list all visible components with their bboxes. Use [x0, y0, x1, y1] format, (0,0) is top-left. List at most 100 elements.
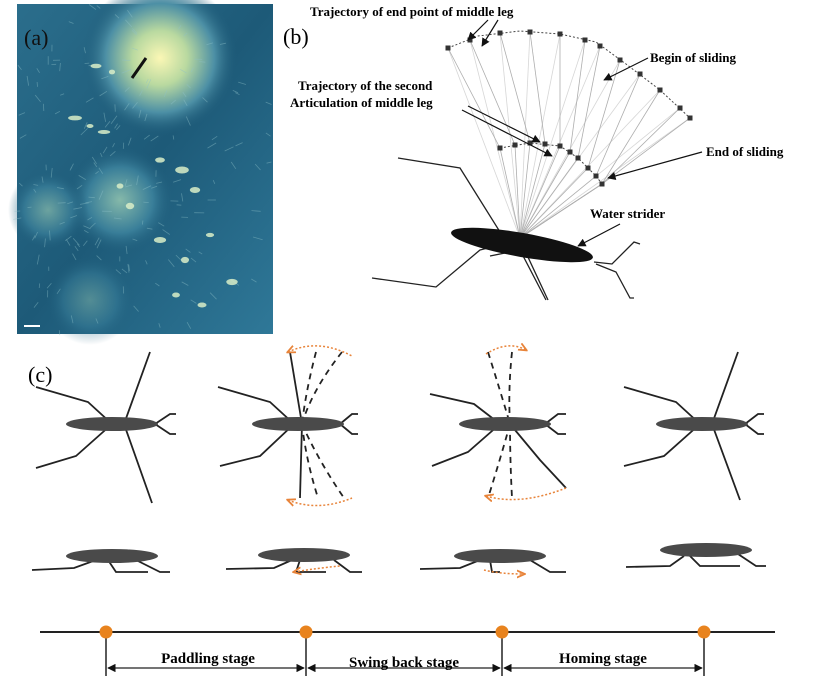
photo-streak [49, 230, 51, 241]
leg-segment [519, 33, 561, 239]
photo-streak [155, 282, 160, 287]
leg-segment [601, 107, 681, 185]
photo-streak [36, 254, 40, 265]
photo-streak [266, 161, 272, 164]
photo-streak [70, 163, 74, 170]
photo-streak [185, 116, 191, 126]
photo-streak [182, 91, 187, 98]
photo-streak [132, 28, 138, 34]
label-end-sliding: End of sliding [706, 144, 784, 159]
photo-streak [185, 248, 191, 253]
photo-streak [132, 238, 138, 241]
photo-streak [212, 179, 216, 185]
photo-streak [69, 166, 73, 171]
photo-streak [19, 134, 27, 139]
photo-streak [60, 93, 65, 96]
photo-streak [190, 67, 194, 73]
trajectory-marker [687, 115, 693, 121]
photo-streak [251, 278, 257, 283]
photo-streak [198, 251, 203, 255]
photo-streak [74, 245, 79, 252]
photo-streak [73, 207, 83, 210]
photo-streak [88, 196, 95, 199]
photo-blob [125, 202, 135, 210]
photo-streak [178, 25, 182, 30]
label-articulation-line1: Trajectory of the second [298, 78, 433, 93]
label-water-strider: Water strider [590, 206, 665, 221]
timeline-dot [495, 625, 509, 639]
photo-streak [41, 176, 44, 183]
photo-streak [186, 84, 191, 89]
strider-silhouette [130, 57, 148, 79]
photo-streak [79, 202, 89, 205]
photo-streak [232, 90, 239, 94]
photo-streak [125, 245, 128, 254]
photo-streak [252, 236, 263, 241]
photo-streak [34, 94, 41, 103]
photo-streak [72, 238, 80, 246]
photo-streak [76, 243, 81, 248]
photo-streak [68, 21, 74, 24]
photo-streak [82, 240, 88, 247]
photo-streak [199, 61, 206, 63]
photo-streak [127, 263, 130, 273]
photo-streak [158, 323, 161, 328]
photo-streak [170, 99, 176, 105]
photo-streak [183, 99, 188, 106]
photo-streak [224, 146, 234, 152]
side-view-1 [31, 549, 170, 573]
leg-segment [519, 117, 691, 239]
trajectory-marker [582, 37, 588, 43]
top-view-2 [217, 346, 358, 506]
photo-streak [158, 222, 165, 227]
trajectory-marker [557, 143, 563, 149]
photo-streak [124, 87, 130, 92]
photo-streak [143, 201, 149, 203]
photo-streak [65, 238, 71, 246]
photo-streak [172, 179, 182, 183]
photo-streak [13, 217, 22, 220]
photo-streak [121, 268, 128, 274]
photo-streak [125, 19, 133, 28]
photo-streak [83, 47, 86, 54]
photo-streak [190, 299, 197, 304]
trajectory-marker [512, 142, 518, 148]
timeline-dot [299, 625, 313, 639]
photo-streak [83, 225, 91, 230]
photo-streak [102, 146, 108, 154]
photo-streak [167, 259, 175, 268]
photo-blob [155, 157, 165, 163]
photo-streak [101, 76, 109, 80]
photo-streak [211, 135, 218, 141]
trajectory-marker [542, 141, 548, 147]
leg-segment [514, 144, 521, 239]
photo-streak [78, 175, 87, 181]
leg-segment [519, 107, 681, 239]
leg-segment [519, 175, 597, 239]
leg-segment [519, 142, 531, 239]
photo-streak [65, 235, 72, 242]
strider-body [451, 227, 593, 263]
photo-streak [151, 185, 158, 189]
photo-streak [150, 135, 159, 142]
leg-segment [601, 117, 691, 185]
photo-streak [84, 230, 89, 234]
label-articulation-line2: Articulation of middle leg [290, 95, 433, 110]
photo-blob [108, 69, 116, 75]
photo-streak [18, 112, 26, 116]
leg-segment [519, 89, 661, 239]
photo-streak [95, 318, 99, 324]
photo-streak [202, 97, 208, 103]
photo-streak [265, 101, 272, 105]
stage-label-homing: Homing stage [559, 651, 647, 667]
photo-streak [136, 175, 139, 186]
photo-streak [128, 264, 130, 271]
leg-segment [587, 59, 621, 169]
photo-streak [58, 330, 61, 336]
photo-streak [104, 120, 111, 128]
leg-segment [499, 32, 521, 239]
photo-blob [189, 187, 201, 193]
photo-streak [95, 170, 99, 175]
photo-blob [197, 302, 207, 308]
trajectory-marker [557, 31, 563, 37]
